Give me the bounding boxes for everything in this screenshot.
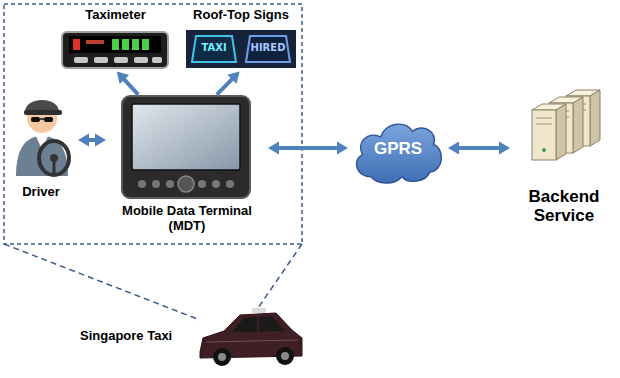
node-label: Roof-Top Signs bbox=[193, 8, 289, 23]
taxi-car bbox=[276, 347, 294, 365]
server-icon bbox=[532, 104, 566, 160]
mdt-device bbox=[226, 180, 234, 188]
server-icon bbox=[532, 90, 600, 160]
connector-arrow bbox=[78, 134, 106, 147]
server-node: Backend Service bbox=[512, 90, 616, 226]
taxi-car bbox=[200, 308, 302, 366]
arrow-head bbox=[499, 142, 510, 155]
taximeter-picture bbox=[132, 39, 139, 50]
sign-text: HIRED bbox=[248, 43, 288, 53]
driver-icon bbox=[31, 117, 40, 122]
node-label: Backend Service bbox=[516, 187, 612, 226]
taximeter-picture bbox=[134, 57, 148, 63]
taxi-car bbox=[213, 348, 231, 366]
taxi-car bbox=[281, 352, 289, 360]
node-label: Singapore Taxi bbox=[80, 329, 172, 344]
roof-sign-picture bbox=[186, 30, 296, 68]
mdt-device bbox=[122, 96, 250, 198]
connector-arrow bbox=[217, 71, 240, 94]
mdt-device bbox=[212, 180, 220, 188]
terminal-node: Mobile Data Terminal (MDT) bbox=[108, 96, 266, 234]
server-icon bbox=[590, 90, 600, 146]
connector-line bbox=[88, 138, 96, 142]
arrow-head bbox=[227, 71, 239, 83]
server-icon bbox=[556, 104, 566, 160]
driver-icon bbox=[44, 117, 53, 122]
taximeter-picture bbox=[69, 36, 161, 53]
taximeter-picture bbox=[62, 32, 168, 68]
taxi-enclosure bbox=[4, 244, 200, 320]
taximeter-picture bbox=[74, 57, 88, 63]
mdt-device bbox=[166, 180, 174, 188]
arrow-head bbox=[78, 134, 89, 147]
taxi-enclosure bbox=[4, 4, 302, 320]
mdt-device bbox=[122, 96, 250, 198]
connector-arrow bbox=[117, 71, 138, 94]
connector-line bbox=[217, 79, 233, 95]
taximeter-picture bbox=[62, 32, 168, 68]
arrow-head bbox=[95, 134, 106, 147]
driver-icon bbox=[16, 136, 68, 176]
driver-icon bbox=[50, 154, 58, 162]
arrow-head bbox=[268, 142, 279, 155]
node-label: Driver bbox=[22, 185, 60, 200]
arrow-head bbox=[117, 71, 129, 83]
roof-sign-picture bbox=[192, 36, 236, 62]
taxi-car bbox=[252, 308, 266, 313]
server-icon bbox=[542, 148, 546, 152]
driver-icon bbox=[24, 110, 62, 115]
node-label: Taximeter bbox=[85, 8, 145, 23]
mdt-device bbox=[178, 176, 194, 192]
device-node: Roof-Top Signs bbox=[184, 8, 298, 70]
taximeter-picture bbox=[122, 39, 129, 50]
taxi-enclosure bbox=[258, 244, 302, 308]
driver-icon bbox=[40, 118, 44, 120]
mdt-device bbox=[198, 180, 206, 188]
taxi-car bbox=[257, 317, 259, 332]
mdt-device bbox=[152, 180, 160, 188]
taxi-car bbox=[218, 353, 226, 361]
cloud-shape bbox=[357, 124, 442, 183]
arrow-head bbox=[337, 142, 348, 155]
roof-sign-picture bbox=[246, 36, 290, 62]
node-label: Mobile Data Terminal (MDT) bbox=[112, 204, 262, 234]
person-node: Driver bbox=[6, 88, 76, 200]
taximeter-picture bbox=[112, 39, 119, 50]
mdt-device bbox=[132, 104, 240, 170]
taximeter-picture bbox=[94, 57, 108, 63]
connector-arrow bbox=[448, 142, 510, 155]
mdt-device bbox=[138, 180, 146, 188]
taximeter-picture bbox=[73, 39, 80, 50]
server-icon bbox=[573, 97, 583, 153]
network-cloud: GPRS bbox=[350, 112, 446, 186]
connector-arrow bbox=[268, 142, 348, 155]
vehicle-node: Singapore Taxi bbox=[76, 300, 304, 372]
taximeter-picture bbox=[142, 39, 149, 50]
taxi-enclosure bbox=[4, 4, 302, 244]
taximeter-picture bbox=[152, 57, 162, 63]
taximeter-picture bbox=[114, 57, 128, 63]
connector-line bbox=[124, 79, 139, 95]
driver-icon bbox=[16, 100, 69, 176]
taxi-car bbox=[206, 340, 298, 342]
connector-line bbox=[458, 146, 500, 150]
connector-line bbox=[278, 146, 338, 150]
driver-icon bbox=[39, 141, 69, 175]
server-icon bbox=[532, 110, 556, 160]
arrow-head bbox=[448, 142, 459, 155]
taxi-car bbox=[232, 316, 285, 332]
server-icon bbox=[536, 124, 552, 125]
device-node: Taximeter bbox=[58, 8, 173, 70]
node-label: GPRS bbox=[374, 139, 422, 159]
roof-sign-picture bbox=[186, 30, 296, 68]
server-icon bbox=[536, 118, 552, 119]
taximeter-picture bbox=[86, 40, 104, 44]
sign-text: TAXI bbox=[194, 43, 234, 53]
